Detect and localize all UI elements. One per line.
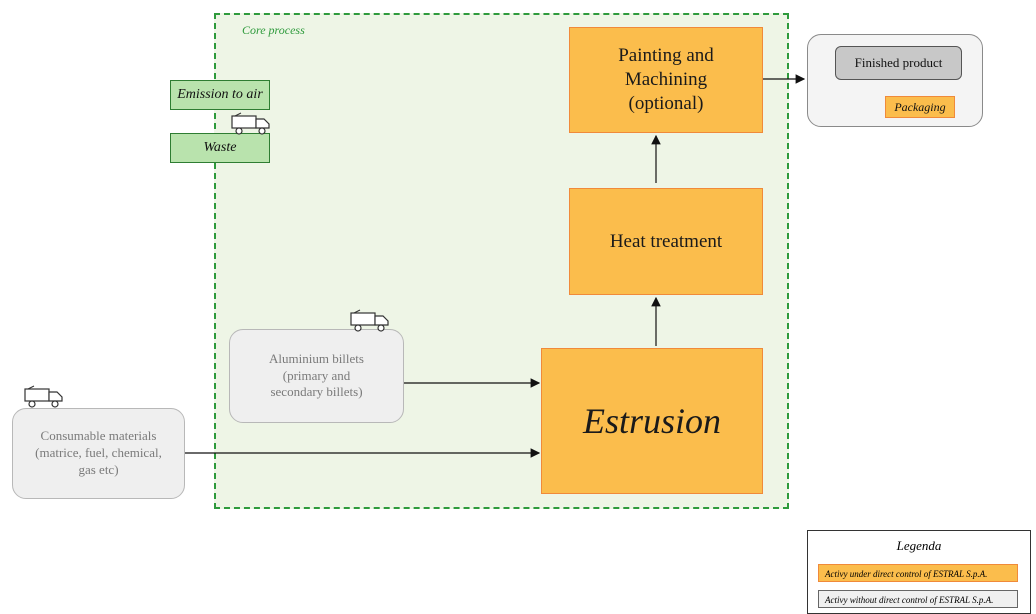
estrusion-label: Estrusion bbox=[582, 401, 722, 441]
waste-box: Waste bbox=[170, 133, 270, 163]
packaging-box: Packaging bbox=[885, 96, 955, 118]
consumable-materials-label: Consumable materials (matrice, fuel, che… bbox=[35, 428, 162, 477]
emission-label: Emission to air bbox=[177, 87, 263, 102]
painting-machining-box: Painting and Machining (optional) bbox=[569, 27, 763, 133]
legend: Legenda Activy under direct control of E… bbox=[807, 530, 1031, 614]
estrusion-box: Estrusion bbox=[541, 348, 763, 494]
finished-product-label: Finished product bbox=[854, 55, 943, 70]
finished-product-box: Finished product bbox=[835, 46, 962, 80]
legend-indirect: Activy without direct control of ESTRAL … bbox=[818, 590, 1018, 608]
aluminium-billets-label: Aluminium billets (primary and secondary… bbox=[269, 350, 364, 400]
painting-machining-label: Painting and Machining (optional) bbox=[618, 45, 714, 114]
consumable-materials-box: Consumable materials (matrice, fuel, che… bbox=[12, 408, 185, 499]
aluminium-billets-box: Aluminium billets (primary and secondary… bbox=[229, 329, 404, 423]
truck-icon bbox=[350, 309, 389, 332]
heat-treatment-box: Heat treatment bbox=[569, 188, 763, 295]
heat-treatment-label: Heat treatment bbox=[609, 230, 723, 252]
emission-to-air-box: Emission to air bbox=[170, 80, 270, 110]
core-process-label: Core process bbox=[242, 23, 305, 37]
legend-title: Legenda bbox=[896, 538, 942, 553]
waste-label: Waste bbox=[203, 140, 237, 155]
packaging-label: Packaging bbox=[894, 99, 946, 114]
legend-direct: Activy under direct control of ESTRAL S.… bbox=[818, 564, 1018, 582]
truck-icon bbox=[24, 385, 63, 408]
truck-icon bbox=[231, 112, 270, 135]
